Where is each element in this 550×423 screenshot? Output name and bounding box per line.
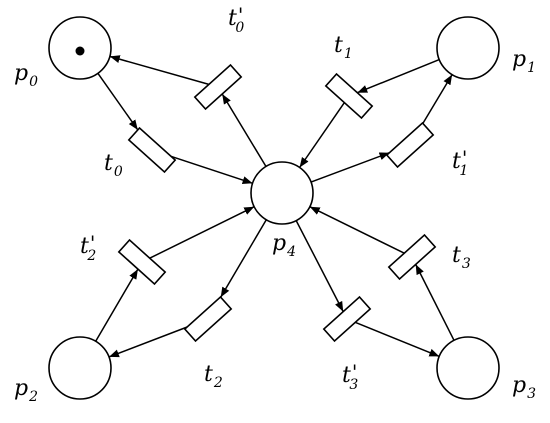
transition-label-t2: t2	[204, 362, 223, 391]
transition-label-t2p: t'2	[80, 231, 96, 264]
transition-t2	[117, 238, 167, 286]
transition-t2p	[183, 295, 233, 343]
place-p4	[250, 161, 314, 225]
arc-p4-to-t1p	[310, 151, 390, 183]
transition-t0p	[193, 63, 243, 111]
arc-t3-to-p4	[309, 206, 405, 254]
transition-label-t1: t1	[334, 33, 353, 62]
place-p1	[436, 16, 500, 80]
place-label-p3: p3	[512, 373, 536, 402]
arc-t1p-to-p1	[422, 74, 453, 124]
arc-p0-to-t0	[97, 72, 139, 131]
token-p0	[75, 46, 85, 56]
arc-p2-to-t2	[95, 268, 139, 342]
arc-p4-to-t2p	[220, 219, 267, 298]
transition-label-t1p: t'1	[452, 146, 468, 179]
nodes	[48, 16, 500, 400]
place-label-p1: p1	[512, 47, 536, 76]
place-label-p4: p4	[272, 231, 296, 260]
arc-t2p-to-p2	[108, 326, 188, 358]
transition-t1p	[385, 121, 435, 169]
arc-p3-to-t3	[415, 264, 455, 341]
transition-t1	[324, 72, 374, 120]
place-label-p0: p0	[14, 61, 38, 90]
arc-t2-to-p4	[149, 206, 255, 259]
transition-t3p	[322, 295, 372, 343]
transition-t3	[387, 233, 437, 281]
arc-t0p-to-p0	[109, 55, 210, 86]
arc-t3p-to-p3	[354, 321, 440, 358]
transition-label-t3: t3	[452, 243, 471, 272]
transition-t0	[127, 126, 177, 174]
transition-label-t0: t0	[104, 151, 123, 180]
place-p3	[436, 336, 500, 400]
arc-p4-to-t0p	[221, 93, 267, 167]
transition-label-t0p: t'0	[228, 3, 244, 36]
arc-t0-to-p4	[170, 155, 253, 185]
arcs	[95, 55, 455, 358]
transition-label-t3p: t'3	[342, 360, 358, 393]
place-label-p2: p2	[14, 376, 38, 405]
arc-p1-to-t1	[357, 58, 440, 94]
arc-p4-to-t3p	[295, 220, 344, 312]
place-p2	[48, 336, 112, 400]
arc-t1-to-p4	[298, 102, 346, 168]
